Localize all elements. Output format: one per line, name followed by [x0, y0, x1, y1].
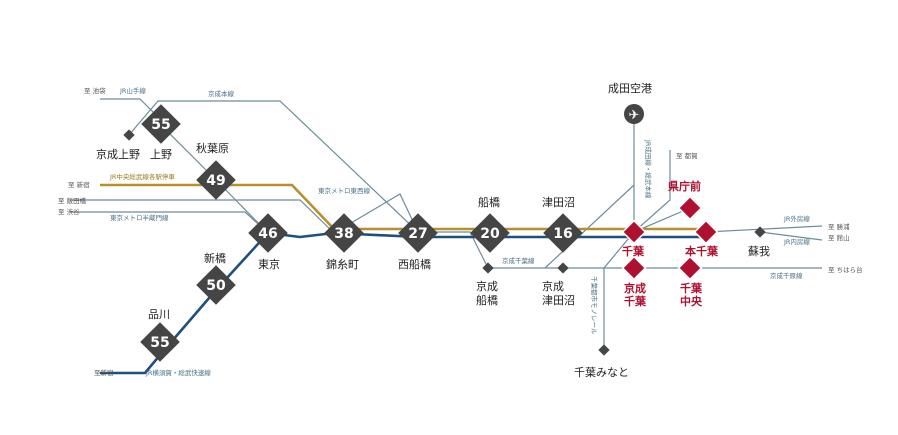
- kinshicho-minutes: 38: [334, 226, 353, 242]
- station-keisei-tsudanuma-2: 津田沼: [542, 293, 575, 307]
- honchiba-marker: [693, 219, 719, 245]
- label-chiba-monorail: 千葉都市モノレール: [590, 276, 599, 335]
- akihabara-minutes: 49: [206, 173, 225, 189]
- dest-tsuga: 至 都賀: [676, 151, 698, 160]
- station-shimbashi: 新橋: [204, 251, 226, 265]
- kinshicho-minute-marker: 38: [324, 213, 364, 253]
- station-shinagawa: 品川: [148, 308, 170, 321]
- label-keisei-chiba-line: 京成千葉線: [502, 256, 535, 265]
- tokyo-minute-marker: 46: [248, 213, 288, 253]
- station-tsudanuma: 津田沼: [542, 195, 575, 209]
- station-keisei-chiba-2: 千葉: [624, 294, 647, 308]
- metro-hanzomon-line: [70, 211, 269, 234]
- funabashi-minute-marker: 20: [470, 213, 510, 253]
- dest-iidabashi: 至 飯田橋: [58, 196, 87, 205]
- soga-dot: [754, 226, 766, 238]
- station-tokyo: 東京: [258, 257, 280, 271]
- kenchomae-marker: [677, 195, 703, 221]
- station-ueno: 上野: [150, 148, 172, 161]
- keisei-chiba-marker: [621, 255, 647, 281]
- jr-uchibo-line: [759, 231, 823, 241]
- label-keisei-chihara: 京成千原線: [770, 271, 803, 280]
- jr-chuo-sobu-local-line: [100, 183, 706, 231]
- keisei-funabashi-dot: [482, 262, 494, 274]
- dest-shinjuku: 至 新宿: [68, 180, 90, 189]
- station-chiba: 千葉: [622, 244, 645, 258]
- dest-shinjuku-2: 至新宿: [94, 368, 114, 377]
- station-kenchomae: 県庁前: [668, 179, 701, 193]
- jr-sobu-main-line: [633, 150, 671, 233]
- keisei-tsudanuma-dot: [557, 262, 569, 274]
- line-labels: JR山手線 京成本線 JR中央総武線各駅停車 東京メトロ東西線 東京メトロ半蔵門…: [109, 86, 810, 377]
- label-jr-uchibo: JR内房線: [783, 237, 810, 246]
- shimbashi-minute-marker: 50: [196, 265, 236, 305]
- tsudanuma-minutes: 16: [553, 226, 572, 242]
- station-keisei-funabashi-2: 船橋: [476, 293, 498, 307]
- airplane-icon: ✈: [629, 108, 640, 123]
- label-keisei-main: 京成本線: [208, 89, 235, 98]
- destination-labels: 至 池袋 至 新宿 至 飯田橋 至 渋谷 至 都賀 至 勝浦 至 館山 至 ちは…: [58, 86, 863, 377]
- station-narita-airport: 成田空港: [608, 81, 652, 95]
- nishifunabashi-minutes: 27: [408, 226, 427, 242]
- label-jr-chuo-sobu-local: JR中央総武線各駅停車: [109, 172, 175, 181]
- narita-airport-marker: ✈: [624, 104, 644, 124]
- small-markers: [123, 129, 766, 356]
- station-nishifunabashi: 西船橋: [398, 257, 431, 271]
- dest-tateyama: 至 館山: [828, 233, 850, 242]
- station-keisei-ueno: 京成上野: [96, 147, 140, 161]
- label-metro-tozai: 東京メトロ東西線: [318, 186, 371, 195]
- label-jr-yokosuka-sobu: JR横須賀・総武快速線: [145, 368, 211, 377]
- station-kinshicho: 錦糸町: [326, 257, 359, 271]
- chiba-minato-dot: [598, 344, 610, 356]
- akihabara-minute-marker: 49: [196, 160, 236, 200]
- narita-branch: [544, 184, 635, 269]
- station-akihabara: 秋葉原: [196, 141, 229, 155]
- label-jr-sotobo: JR外房線: [783, 214, 810, 223]
- station-keisei-funabashi: 京成: [476, 279, 498, 293]
- jr-sotobo-line: [705, 225, 823, 233]
- station-chiba-chuo-2: 中央: [680, 294, 703, 308]
- shinagawa-minute-marker: 55: [140, 322, 180, 362]
- red-markers: [621, 195, 719, 281]
- funabashi-minutes: 20: [480, 226, 500, 242]
- station-chiba-chuo: 千葉: [680, 281, 703, 295]
- station-keisei-chiba: 京成: [624, 281, 646, 295]
- station-keisei-tsudanuma: 京成: [542, 279, 564, 293]
- shinagawa-minutes: 55: [150, 335, 169, 351]
- station-soga: 蘇我: [748, 245, 770, 258]
- label-metro-hanzomon: 東京メトロ半蔵門線: [110, 213, 169, 222]
- station-honchiba: 本千葉: [685, 244, 719, 258]
- dest-shibuya: 至 渋谷: [58, 207, 80, 216]
- station-chiba-minato: 千葉みなと: [574, 365, 629, 379]
- dest-ikebukuro: 至 池袋: [84, 86, 106, 95]
- station-funabashi: 船橋: [478, 195, 500, 209]
- ueno-minutes: 55: [151, 117, 170, 133]
- label-jr-yamanote: JR山手線: [119, 86, 146, 95]
- nishifunabashi-minute-marker: 27: [398, 213, 438, 253]
- shimbashi-minutes: 50: [206, 278, 226, 294]
- chiba-chuo-marker: [677, 255, 703, 281]
- label-jr-narita-sobu: JR成田線・総武本線: [644, 139, 653, 199]
- keisei-main-line: [128, 100, 634, 269]
- minute-markers: 55 49 46 38 27 20 16 50: [140, 104, 583, 362]
- dest-katsuura: 至 勝浦: [828, 222, 850, 231]
- chiba-monorail-line: [603, 207, 691, 350]
- tokyo-minutes: 46: [258, 226, 277, 242]
- chiba-marker: [621, 219, 647, 245]
- tsudanuma-minute-marker: 16: [543, 213, 583, 253]
- ueno-minute-marker: 55: [141, 104, 181, 144]
- dest-chiharadai: 至 ちはら台: [828, 265, 863, 274]
- station-labels: 京成上野 上野 秋葉原 東京 錦糸町 西船橋 船橋 津田沼 新橋 品川 成田空港…: [96, 81, 770, 379]
